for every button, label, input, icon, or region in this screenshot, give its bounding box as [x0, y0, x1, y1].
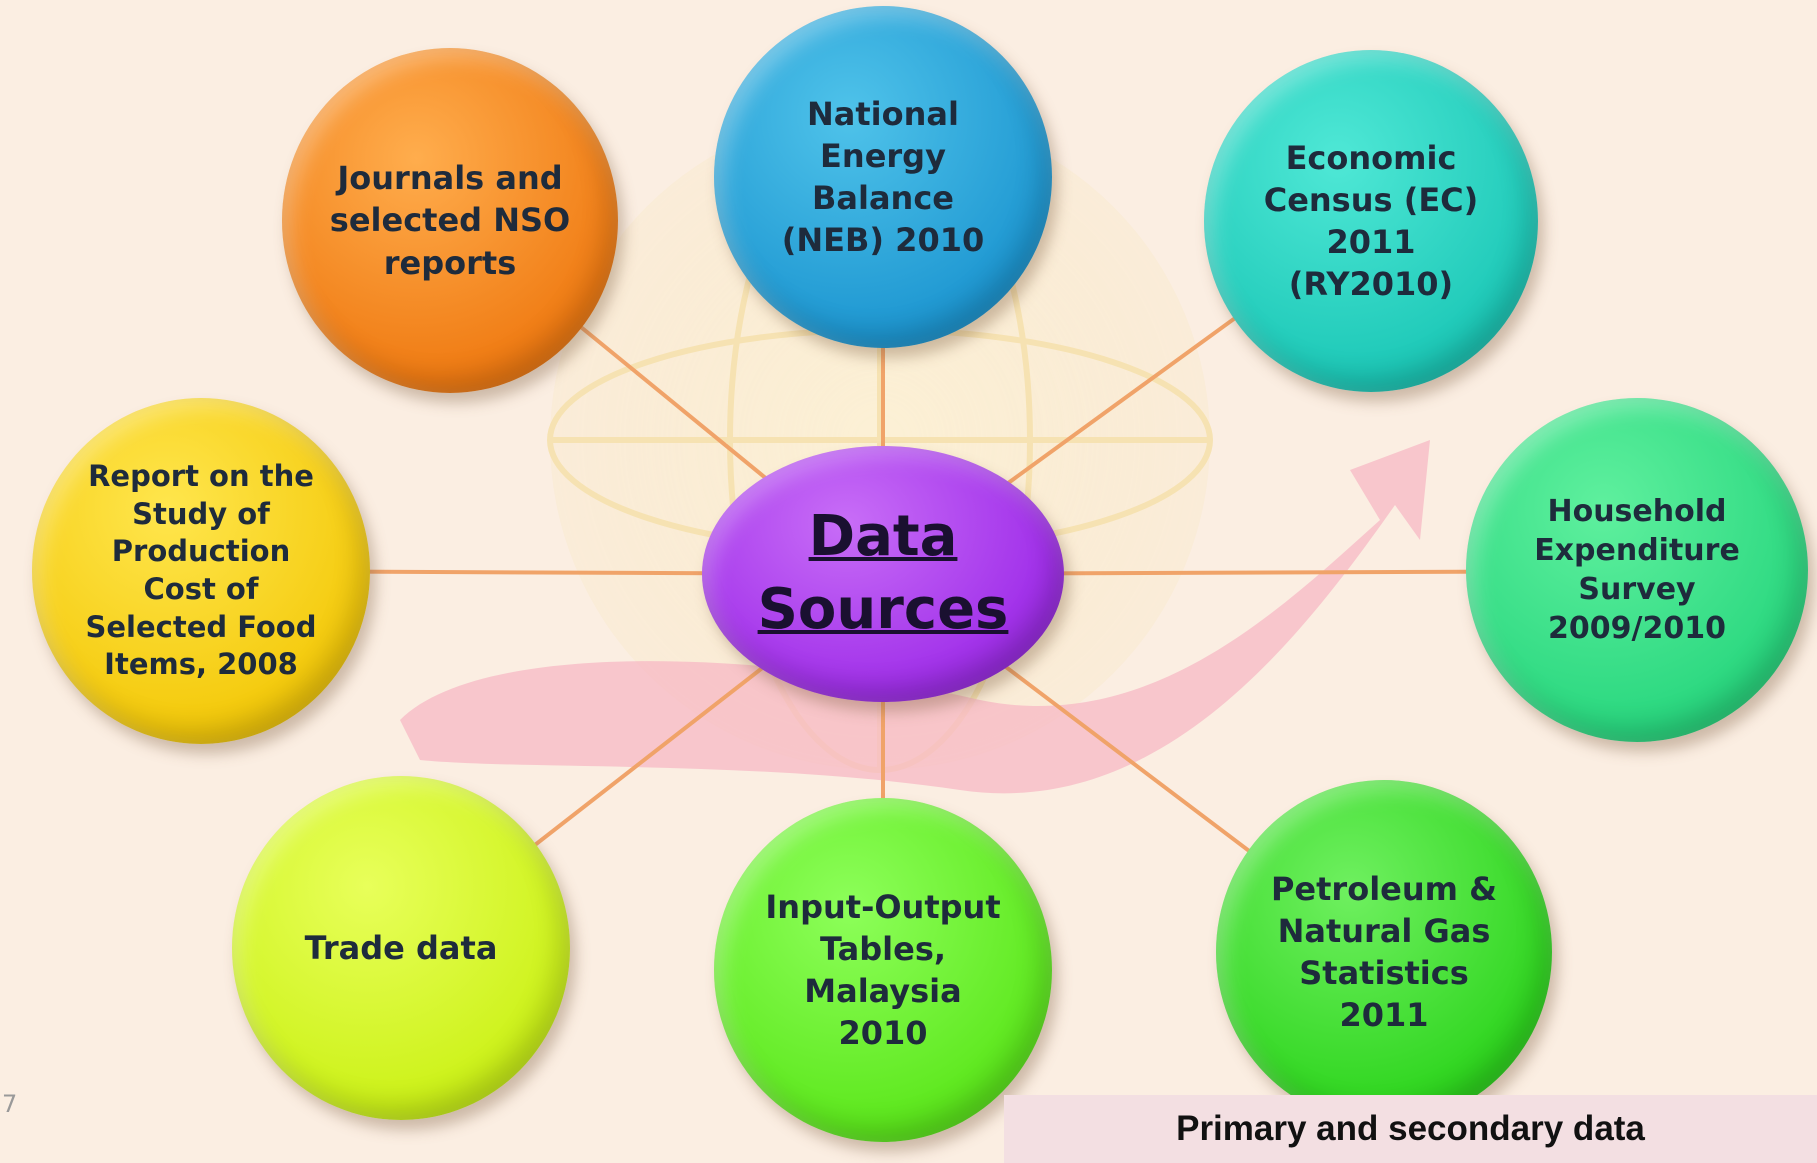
node-trade: Trade data: [232, 776, 570, 1120]
hub-label-line2: Sources: [757, 577, 1009, 642]
slide-number: 7: [2, 1090, 18, 1118]
node-neb-label: National Energy Balance (NEB) 2010: [781, 94, 985, 260]
node-hes: Household Expenditure Survey 2009/2010: [1466, 398, 1808, 742]
node-neb: National Energy Balance (NEB) 2010: [714, 6, 1052, 348]
node-trade-label: Trade data: [304, 928, 498, 967]
hub-label-line1: Data: [808, 504, 958, 570]
caption-box: Primary and secondary data: [1004, 1095, 1817, 1163]
caption-text: Primary and secondary data: [1176, 1109, 1645, 1148]
node-journals: Journals and selected NSO reports: [282, 48, 618, 393]
hub-node: Data Sources: [702, 446, 1064, 702]
node-petro-label: Petroleum & Natural Gas Statistics 2011: [1270, 869, 1498, 1035]
node-report: Report on the Study of Production Cost o…: [32, 398, 370, 744]
node-io-label: Input-Output Tables, Malaysia 2010: [765, 887, 1001, 1053]
arrow-swoosh-icon: [400, 440, 1430, 794]
node-ec-label: Economic Census (EC) 2011 (RY2010): [1263, 138, 1479, 304]
node-hes-label: Household Expenditure Survey 2009/2010: [1534, 494, 1740, 646]
node-io: Input-Output Tables, Malaysia 2010: [714, 798, 1052, 1142]
node-ec: Economic Census (EC) 2011 (RY2010): [1204, 50, 1538, 392]
node-petro: Petroleum & Natural Gas Statistics 2011: [1216, 780, 1552, 1124]
node-report-label: Report on the Study of Production Cost o…: [85, 458, 317, 682]
node-journals-label: Journals and selected NSO reports: [329, 159, 571, 282]
